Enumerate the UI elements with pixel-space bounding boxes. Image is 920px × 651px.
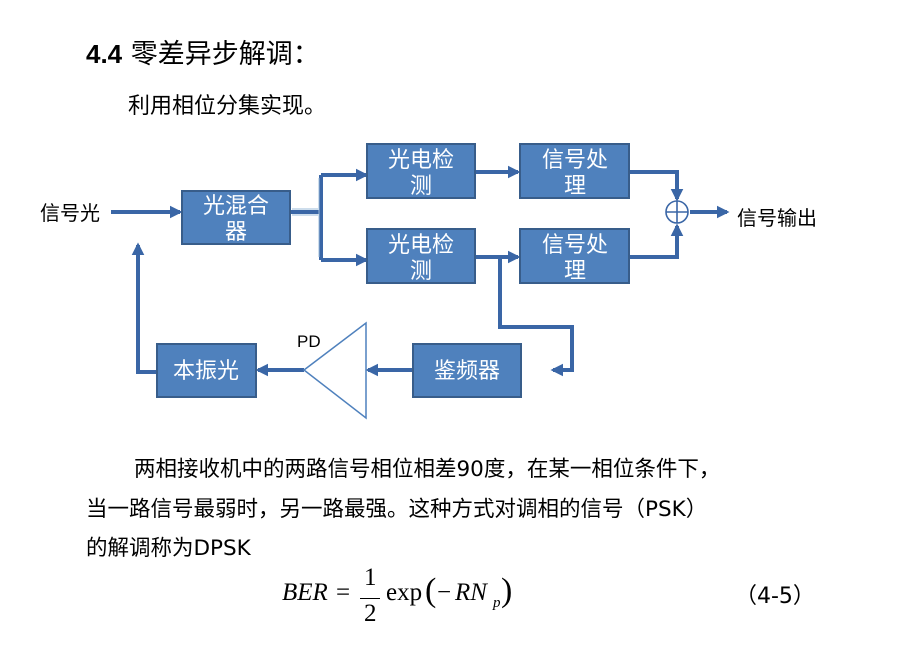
equation-number: （4-5） [735,584,815,609]
local-oscillator-label: 本振光 [173,359,239,384]
processor-bottom-block [519,228,630,284]
processor-bottom-label-line2: 理 [564,259,586,284]
processor-top-block [519,143,630,199]
formula-var: RN [455,579,487,606]
formula-close-paren: ) [501,572,513,609]
intro-text: 利用相位分集实现。 [128,94,327,119]
detector-bottom-label-line1: 光电检 [388,233,454,258]
formula-func: exp [386,579,423,606]
formula-subscript: p [493,595,501,611]
section-heading: 4.4 零差异步解调： [86,36,320,73]
paragraph-line-1: 两相接收机中的两路信号相位相差90度，在某一相位条件下， [134,457,721,482]
formula-numerator: 1 [364,564,377,591]
detector-top-label-line2: 测 [410,174,432,199]
detector-bottom-label-line2: 测 [410,259,432,284]
summing-junction [665,200,689,224]
paragraph-line-3: 的解调称为DPSK [86,536,251,561]
output-label: 信号输出 [737,206,817,230]
oscillator-to-mixer-path [131,242,157,374]
processor-bottom-to-sum [629,223,684,259]
formula-open-paren: ( [425,572,437,609]
processor-top-to-sum [629,170,684,202]
processor-top-label-line2: 理 [564,174,586,199]
mixer-label-line2: 器 [225,220,247,245]
pd-triangle [302,321,367,420]
local-oscillator-block [156,343,257,398]
discriminator-label: 鉴频器 [434,359,500,384]
mixer-block [181,190,291,245]
paragraph-line-2: 当一路信号最弱时，另一路最强。这种方式对调相的信号（PSK） [86,497,708,522]
formula-equals: = [336,579,351,606]
formula-lhs: BER [282,579,328,606]
feedback-path [498,257,574,377]
processor-bottom-label-line1: 信号处 [542,233,608,258]
detector-top-label-line1: 光电检 [388,148,454,173]
input-label: 信号光 [40,201,100,225]
processor-top-label-line1: 信号处 [542,148,608,173]
detector-bottom-block [366,228,476,284]
detector-top-block [366,143,476,199]
pd-label: PD [297,332,321,351]
formula-minus: − [437,579,452,606]
fraction-bar [360,598,380,599]
section-title: 零差异步解调： [130,39,320,70]
discriminator-block [412,343,522,398]
section-number: 4.4 [86,39,123,69]
mixer-label-line1: 光混合 [203,194,269,219]
formula-denominator: 2 [364,600,377,627]
